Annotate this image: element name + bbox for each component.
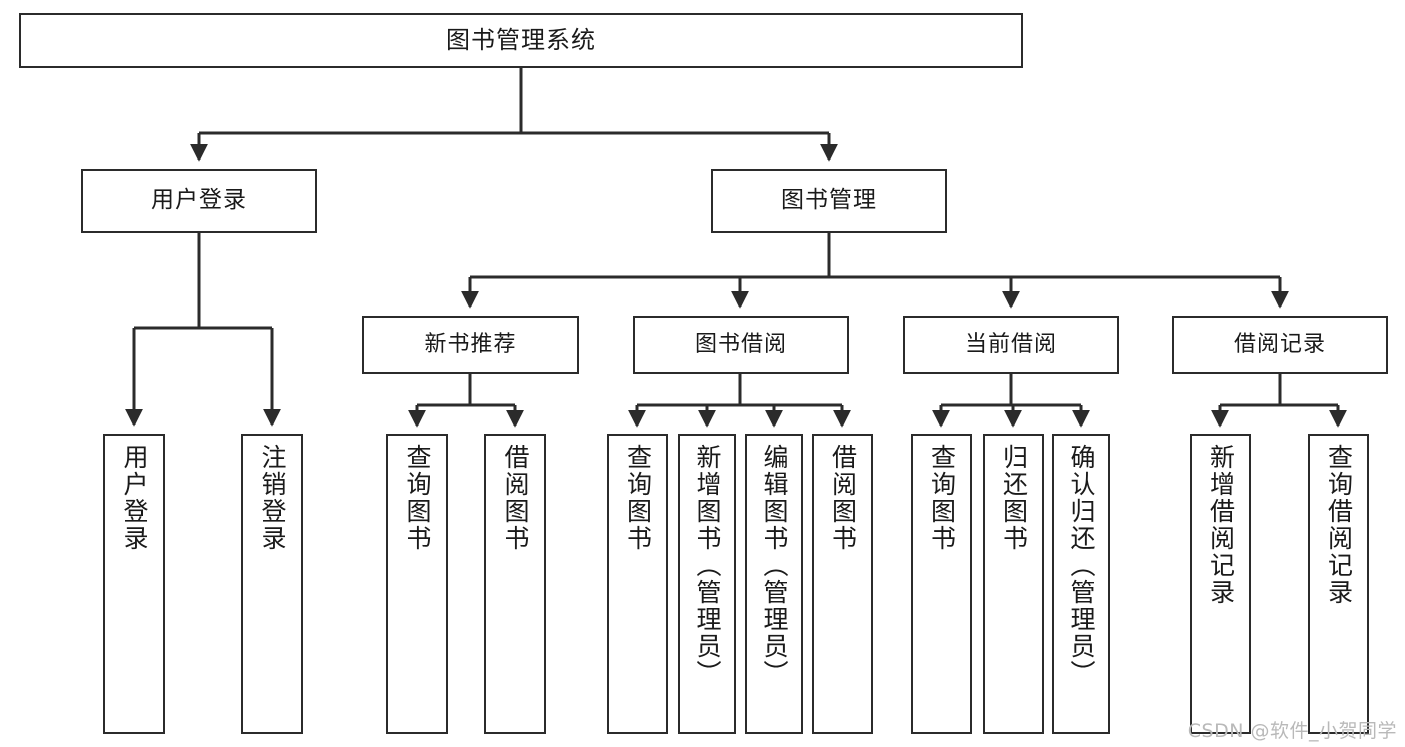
node-leaf-borrow-book-1-label: 借阅图书: [501, 444, 530, 552]
node-leaf-borrow-book-2[interactable]: 借阅图书: [812, 434, 873, 734]
node-new-book-rec[interactable]: 新书推荐: [362, 316, 579, 374]
node-leaf-return-book-label: 归还图书: [999, 444, 1029, 552]
node-leaf-user-logout[interactable]: 注销登录: [241, 434, 303, 734]
node-leaf-add-record[interactable]: 新增借阅记录: [1190, 434, 1251, 734]
node-root-label: 图书管理系统: [446, 26, 596, 55]
node-leaf-query-book-1-label: 查询图书: [403, 444, 432, 552]
node-user-login[interactable]: 用户登录: [81, 169, 317, 233]
node-leaf-query-book-1[interactable]: 查询图书: [386, 434, 448, 734]
node-leaf-user-login[interactable]: 用户登录: [103, 434, 165, 734]
node-current-borrow-label: 当前借阅: [964, 331, 1057, 357]
node-book-borrow-label: 图书借阅: [694, 331, 787, 357]
node-leaf-add-book-label: 新增图书（管理员）: [693, 444, 722, 687]
node-new-book-rec-label: 新书推荐: [424, 331, 517, 357]
node-book-manage-label: 图书管理: [781, 187, 877, 214]
node-borrow-record-label: 借阅记录: [1233, 331, 1326, 357]
node-leaf-confirm-return[interactable]: 确认归还（管理员）: [1052, 434, 1110, 734]
node-borrow-record[interactable]: 借阅记录: [1172, 316, 1388, 374]
node-leaf-return-book[interactable]: 归还图书: [983, 434, 1044, 734]
node-leaf-borrow-book-2-label: 借阅图书: [828, 444, 858, 552]
node-leaf-user-logout-label: 注销登录: [258, 444, 287, 552]
node-leaf-query-book-3[interactable]: 查询图书: [911, 434, 972, 734]
node-user-login-label: 用户登录: [151, 187, 247, 214]
node-book-borrow[interactable]: 图书借阅: [633, 316, 849, 374]
node-leaf-add-book[interactable]: 新增图书（管理员）: [678, 434, 736, 734]
node-leaf-add-record-label: 新增借阅记录: [1206, 444, 1236, 606]
node-leaf-borrow-book-1[interactable]: 借阅图书: [484, 434, 546, 734]
node-leaf-user-login-label: 用户登录: [120, 444, 149, 552]
node-leaf-query-record-label: 查询借阅记录: [1324, 444, 1354, 606]
node-root[interactable]: 图书管理系统: [19, 13, 1023, 68]
node-leaf-query-record[interactable]: 查询借阅记录: [1308, 434, 1369, 734]
node-leaf-query-book-2[interactable]: 查询图书: [607, 434, 668, 734]
node-current-borrow[interactable]: 当前借阅: [903, 316, 1119, 374]
node-leaf-edit-book[interactable]: 编辑图书（管理员）: [745, 434, 803, 734]
node-leaf-confirm-return-label: 确认归还（管理员）: [1067, 444, 1096, 687]
node-leaf-query-book-3-label: 查询图书: [927, 444, 957, 552]
node-leaf-edit-book-label: 编辑图书（管理员）: [760, 444, 789, 687]
node-book-manage[interactable]: 图书管理: [711, 169, 947, 233]
node-leaf-query-book-2-label: 查询图书: [623, 444, 653, 552]
